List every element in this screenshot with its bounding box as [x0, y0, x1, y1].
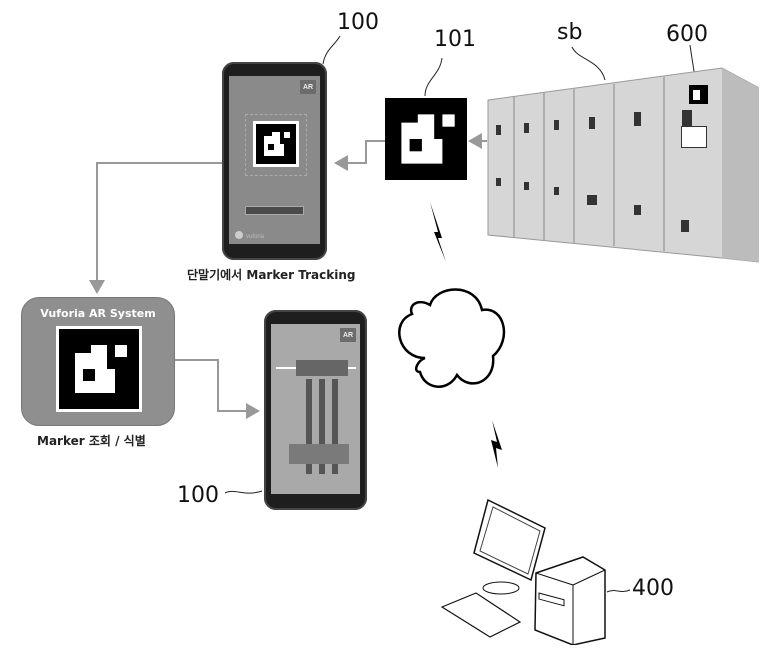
display-panel-600	[681, 126, 707, 148]
terminal-phone-ar-view: AR	[264, 310, 367, 510]
vuforia-brand: vuforia	[246, 234, 265, 240]
arrow-vuforia-to-phone	[174, 359, 260, 419]
server-computer-icon	[440, 498, 606, 645]
vuforia-title: Vuforia AR System	[40, 307, 156, 320]
ref-label-marker: 101	[434, 27, 476, 52]
marker-pattern-icon	[385, 98, 467, 180]
leader-line-101	[424, 57, 443, 97]
ar-marker-icon	[253, 121, 299, 167]
ar-marker-101	[385, 98, 467, 180]
ar-marker-icon	[56, 326, 142, 412]
ref-label-switchboard: sb	[557, 20, 583, 45]
phone-screen: AR vuforia	[229, 76, 320, 244]
ref-label-terminal-top: 100	[337, 10, 379, 35]
ar-badge: AR	[340, 328, 356, 342]
arrow-marker-to-phone	[334, 140, 385, 171]
tracking-status-bar	[245, 206, 304, 215]
ar-overlay-bar	[332, 379, 338, 474]
ar-overlay-info-panel	[289, 444, 349, 464]
caption-marker-tracking: 단말기에서 Marker Tracking	[187, 268, 356, 282]
ar-overlay-bar	[319, 379, 325, 474]
ar-overlay-bar	[306, 379, 312, 474]
ar-overlay-equipment	[296, 360, 348, 376]
terminal-phone-tracking: AR vuforia	[222, 62, 327, 260]
ref-label-terminal-bottom: 100	[177, 483, 219, 508]
wireless-bolt-icon	[430, 202, 446, 262]
arrow-phone-to-vuforia	[89, 162, 222, 294]
vuforia-ar-system-box: Vuforia AR System	[21, 297, 175, 426]
ref-label-display: 600	[666, 22, 708, 47]
vuforia-logo-icon	[235, 231, 243, 239]
leader-line-400	[606, 589, 631, 593]
ar-badge: AR	[300, 80, 316, 94]
ref-label-server: 400	[632, 576, 674, 601]
network-cloud-icon	[398, 288, 506, 388]
leader-line-100-top	[322, 35, 341, 65]
leader-line-100-bottom	[224, 490, 263, 494]
leader-line-sb	[571, 46, 606, 81]
caption-marker-lookup: Marker 조회 / 식별	[37, 434, 146, 448]
phone-screen: AR	[271, 324, 360, 494]
wireless-bolt-icon	[491, 420, 502, 468]
tracking-frame	[245, 114, 307, 176]
switchboard-cabinet	[487, 67, 759, 263]
